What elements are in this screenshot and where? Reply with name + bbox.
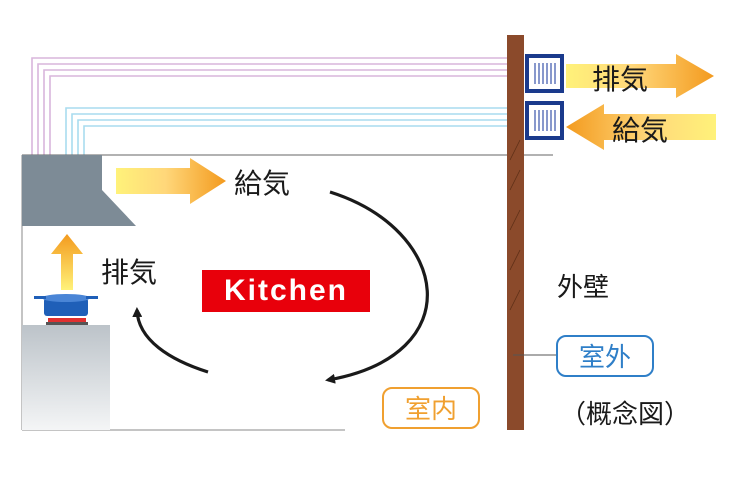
kitchen-label: Kitchen: [223, 274, 348, 307]
supply-outdoor-label: 給気: [612, 114, 668, 147]
range-hood: [22, 155, 136, 226]
indoor-badge-frame: [382, 387, 480, 429]
exhaust-outdoor-label: 排気: [592, 63, 648, 96]
circulation-arrow-right: [325, 190, 429, 384]
wall-texture: [509, 139, 521, 311]
supply-indoor-label: 給気: [234, 167, 290, 200]
kitchen-badge: Kitchen: [202, 270, 370, 312]
supply-outdoor-arrow: [566, 104, 716, 150]
stove-flame-icon: [46, 318, 88, 325]
exhaust-indoor-label: 排気: [101, 256, 157, 289]
supply-vent-icon: [525, 101, 564, 140]
outdoor-label: 室外: [579, 343, 631, 373]
supply-indoor-arrow: [116, 158, 226, 204]
exhaust-vent-icon: [525, 54, 564, 93]
outer-wall: [507, 35, 524, 430]
outer-wall-label: 外壁: [557, 273, 609, 303]
indoor-label: 室内: [405, 395, 457, 425]
exhaust-duct: [31, 57, 510, 155]
kitchen-counter: [22, 325, 110, 430]
exhaust-up-arrow: [51, 234, 83, 290]
pot-icon: [34, 294, 98, 316]
circulation-arrow-left: [132, 307, 209, 374]
exhaust-outdoor-arrow: [566, 54, 714, 98]
outdoor-badge-frame: [556, 335, 654, 377]
supply-duct: [65, 107, 510, 155]
conceptual-diagram-label: （概念図）: [560, 400, 690, 430]
